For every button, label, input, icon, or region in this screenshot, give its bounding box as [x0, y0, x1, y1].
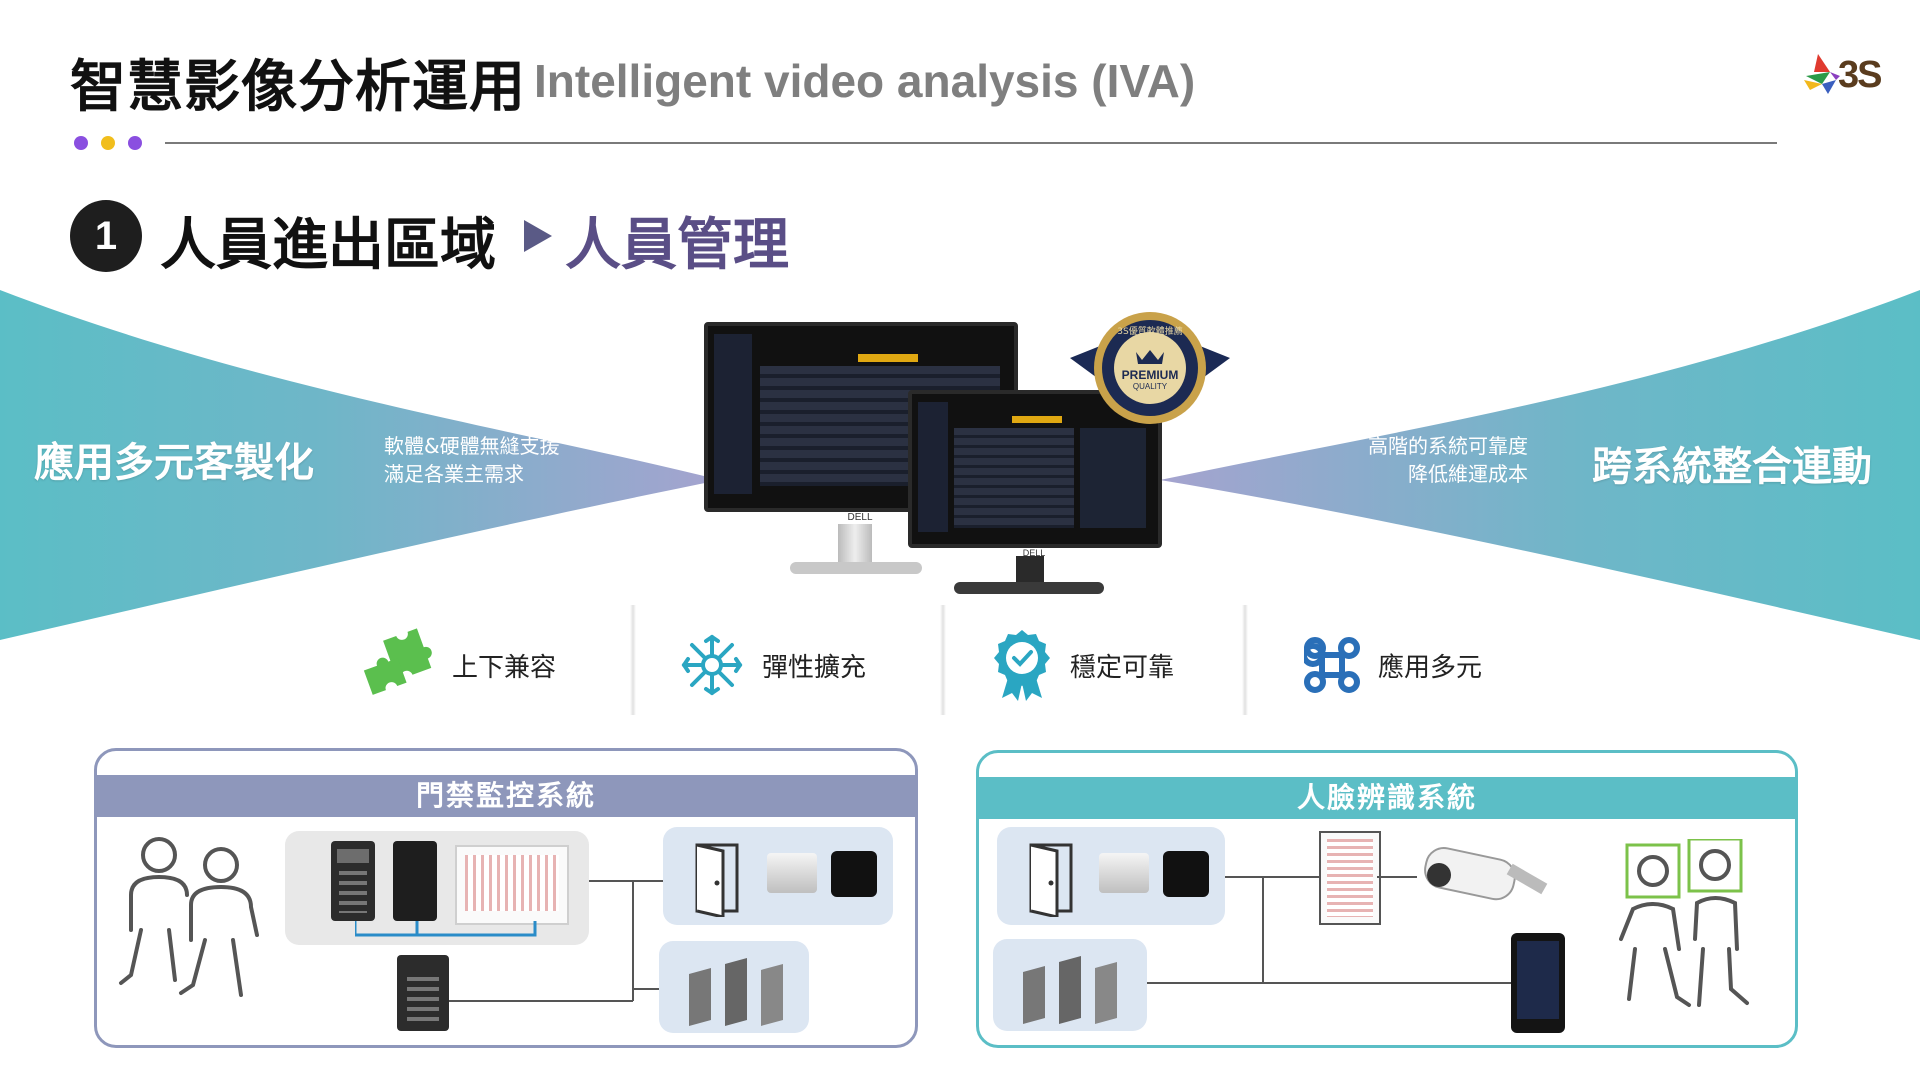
face-recognition-panel: 人臉辨識系統: [976, 750, 1798, 1048]
monitor-stand: [838, 524, 872, 564]
banner-right-note-line-1: 高階的系統可靠度: [1368, 434, 1528, 458]
dot: [101, 136, 115, 150]
turnstile-group: [993, 939, 1147, 1031]
section-subtitle: 人員管理: [565, 213, 789, 278]
dot: [74, 136, 88, 150]
keypad-reader: [331, 841, 375, 921]
access-control-panel: 門禁監控系統: [94, 748, 918, 1048]
feature-label: 上下兼容: [452, 652, 557, 683]
banner-left-note: 軟體&硬體無縫支援 滿足各業主需求: [384, 432, 560, 488]
controller-board: [1319, 831, 1381, 925]
board-circuit: [1327, 839, 1373, 917]
connection-lines: [1147, 876, 1511, 984]
people-icon: [119, 837, 259, 997]
feature-reliable: 穩定可靠: [992, 620, 1272, 710]
feature-versatile: 應用多元: [1304, 620, 1584, 710]
banner-left-note-line-2: 滿足各業主需求: [384, 462, 524, 486]
company-logo: 3S: [1800, 50, 1883, 106]
electric-lock: [767, 853, 817, 893]
page-title: 智慧影像分析運用: [70, 55, 526, 120]
premium-seal-icon: [1070, 312, 1230, 424]
section-title: 人員進出區域: [160, 213, 496, 278]
badge-sub-text: QUALITY: [1132, 382, 1168, 391]
feature-label: 彈性擴充: [762, 652, 867, 683]
keypad-keys: [339, 871, 367, 913]
turnstile-group: [659, 941, 809, 1033]
feature-scalable: 彈性擴充: [680, 620, 960, 710]
card-reader: [393, 841, 437, 921]
puzzle-icon: [363, 628, 432, 695]
panel-title: 門禁監控系統: [97, 775, 915, 817]
monitor-brand: DELL: [847, 512, 873, 523]
door-hardware-group: [663, 827, 893, 925]
feature-separator: [630, 605, 636, 715]
controller-group: [285, 831, 589, 945]
badge-top-text: 3S優質軟體推薦: [1117, 327, 1183, 337]
app-sidebar: [918, 402, 948, 532]
wiring-lines: [355, 921, 537, 937]
connection-lines: [449, 880, 663, 1002]
face-terminal: [1511, 933, 1565, 1033]
banner-left-headline: 應用多元客製化: [34, 440, 314, 486]
face-terminal-screen: [1517, 941, 1559, 1019]
logo-mark-icon: [1804, 54, 1840, 94]
page-title-english: Intelligent video analysis (IVA): [534, 55, 1196, 107]
badge-main-text: PREMIUM: [1121, 368, 1179, 382]
door-icon: [1029, 843, 1073, 917]
arrow-right-icon: [524, 220, 552, 252]
verified-badge-icon: [994, 630, 1050, 701]
app-detail-panel: [1080, 428, 1146, 528]
network-expand-icon: [681, 634, 743, 696]
premium-quality-badge: PREMIUM QUALITY 3S優質軟體推薦: [1070, 308, 1230, 428]
command-icon: [1304, 637, 1360, 693]
section-number-badge: 1: [70, 200, 142, 272]
banner-left-note-line-1: 軟體&硬體無縫支援: [384, 434, 560, 458]
exit-button: [831, 851, 877, 897]
door-hardware-group: [997, 827, 1225, 925]
feature-compatible: 上下兼容: [360, 620, 640, 710]
banner-right-note-line-2: 降低維運成本: [1408, 462, 1528, 486]
feature-separator: [940, 605, 946, 715]
app-table: [954, 428, 1074, 528]
keypad-display: [337, 849, 369, 863]
feature-label: 應用多元: [1378, 652, 1483, 683]
monitor-base: [954, 582, 1104, 594]
logo-text: 3S: [1838, 54, 1883, 96]
banner-background: [0, 290, 1920, 640]
face-detection-people-icon: [1619, 839, 1749, 1007]
banner-right-note: 高階的系統可靠度 降低維運成本: [1352, 432, 1528, 488]
exit-button: [1163, 851, 1209, 897]
keypad-reader: [397, 955, 449, 1031]
feature-separator: [1242, 605, 1248, 715]
banner-right-headline: 跨系統整合連動: [1592, 444, 1872, 490]
panel-title: 人臉辨識系統: [979, 777, 1795, 819]
keypad-keys: [407, 977, 439, 1021]
door-icon: [695, 843, 739, 917]
app-toolbar: [858, 354, 918, 362]
monitor-screen: [908, 390, 1162, 548]
bullet-camera-icon: [1424, 847, 1548, 901]
controller-board: [455, 845, 569, 925]
monitor-front: DELL: [904, 390, 1164, 610]
dot: [128, 136, 142, 150]
feature-label: 穩定可靠: [1070, 652, 1175, 683]
app-sidebar: [714, 334, 752, 494]
header-divider: [165, 142, 1777, 144]
monitor-brand: DELL: [1022, 548, 1046, 558]
monitor-stand: [1016, 556, 1044, 586]
monitor-base: [790, 562, 922, 574]
board-circuit: [465, 855, 559, 911]
decorative-dots: [74, 135, 155, 154]
electric-lock: [1099, 853, 1149, 893]
app-toolbar: [1012, 416, 1062, 423]
